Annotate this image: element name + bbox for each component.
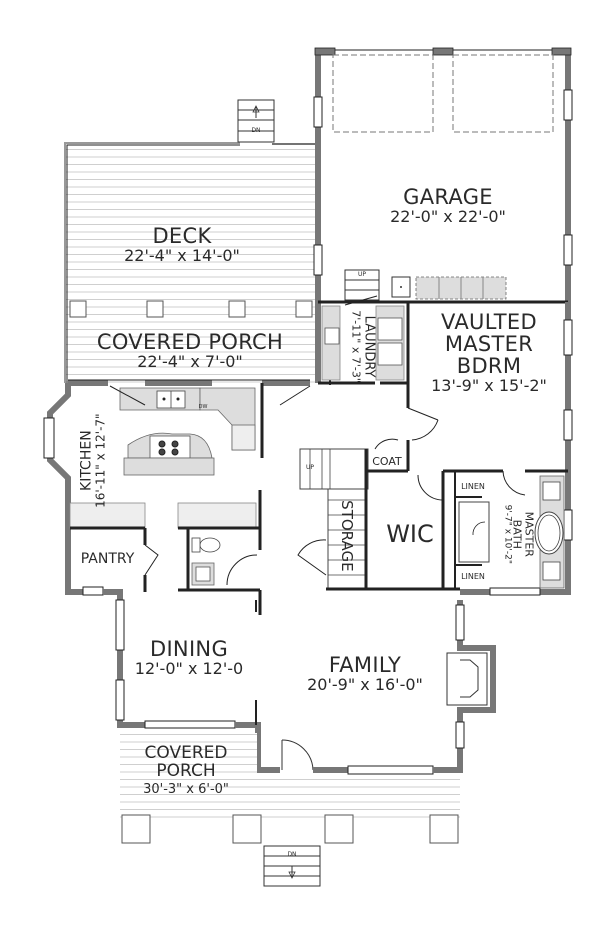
room-label-garage: GARAGE 22'-0" x 22'-0" [388,186,508,226]
room-dimensions: 13'-9" x 15'-2" [431,376,547,396]
front-porch [120,733,460,887]
stair-label-front: DN [287,851,297,858]
room-dimensions: 9'-7" x 10'-2" [502,504,513,564]
room-name: GARAGE [403,185,493,209]
room-label-linen-top: LINEN [461,482,485,491]
room-label-master-bath: MASTER BATH 9'-7" x 10'-2" [502,494,535,574]
room-label-wic: WIC [386,520,434,548]
room-label-covered-porch-rear: COVERED PORCH 22'-4" x 7'-0" [80,331,300,371]
room-dimensions: 12'-0" x 12'-0 [134,659,244,679]
room-label-storage: STORAGE [337,500,356,572]
house-walls [43,302,573,775]
stair-label-garage: UP [357,271,366,278]
room-name-line2: MASTER [444,332,534,357]
room-name-line3: BDRM [456,354,522,379]
post [228,300,246,318]
dishwasher-label: DW [198,404,208,410]
post [69,300,87,318]
room-dimensions: 22'-4" x 14'-0" [124,246,240,266]
room-name: DECK [152,224,212,248]
room-label-master-bdrm: VAULTED MASTER BDRM 13'-9" x 15'-2" [414,311,564,395]
deck-area [64,142,317,383]
room-label-family: FAMILY 20'-9" x 16'-0" [290,654,440,694]
post [295,300,313,318]
room-label-laundry: LAUNDRY 7'-11" x 7'-3" [349,302,377,392]
room-name-line2: PORCH [156,760,216,781]
room-label-kitchen: KITCHEN 16'-11" x 12'-7" [78,406,108,516]
deck-stairs [237,99,275,143]
room-name-line2: BATH [510,519,524,549]
room-dimensions: 7'-11" x 7'-3" [349,310,363,383]
interior-walls [69,295,568,725]
room-name: DINING [149,637,229,661]
room-label-linen-bottom: LINEN [461,572,485,581]
room-name: LAUNDRY [361,315,377,378]
room-dimensions: 22'-4" x 7'-0" [137,352,243,372]
room-name-line1: MASTER [522,511,536,557]
room-label-pantry: PANTRY [80,551,135,567]
room-label-covered-porch-front: COVERED PORCH 30'-3" x 6'-0" [126,743,246,797]
room-name: KITCHEN [78,430,95,491]
room-name-line1: VAULTED [441,310,537,334]
room-name-line1: COVERED [144,743,228,763]
room-label-coat: COAT [372,455,402,468]
room-label-deck: DECK 22'-4" x 14'-0" [117,225,247,265]
post [146,300,164,318]
stair-label-deck: DN [251,127,261,134]
room-dimensions: 20'-9" x 16'-0" [307,675,423,695]
room-name: COVERED PORCH [96,330,284,354]
stair-label-interior: UP [305,464,314,471]
room-dimensions: 22'-0" x 22'-0" [390,207,506,227]
garage-structure [313,47,573,383]
room-name: FAMILY [328,653,402,677]
room-dimensions: 30'-3" x 6'-0" [143,781,229,797]
room-dimensions: 16'-11" x 12'-7" [93,413,108,508]
room-label-dining: DINING 12'-0" x 12'-0 [124,638,254,678]
